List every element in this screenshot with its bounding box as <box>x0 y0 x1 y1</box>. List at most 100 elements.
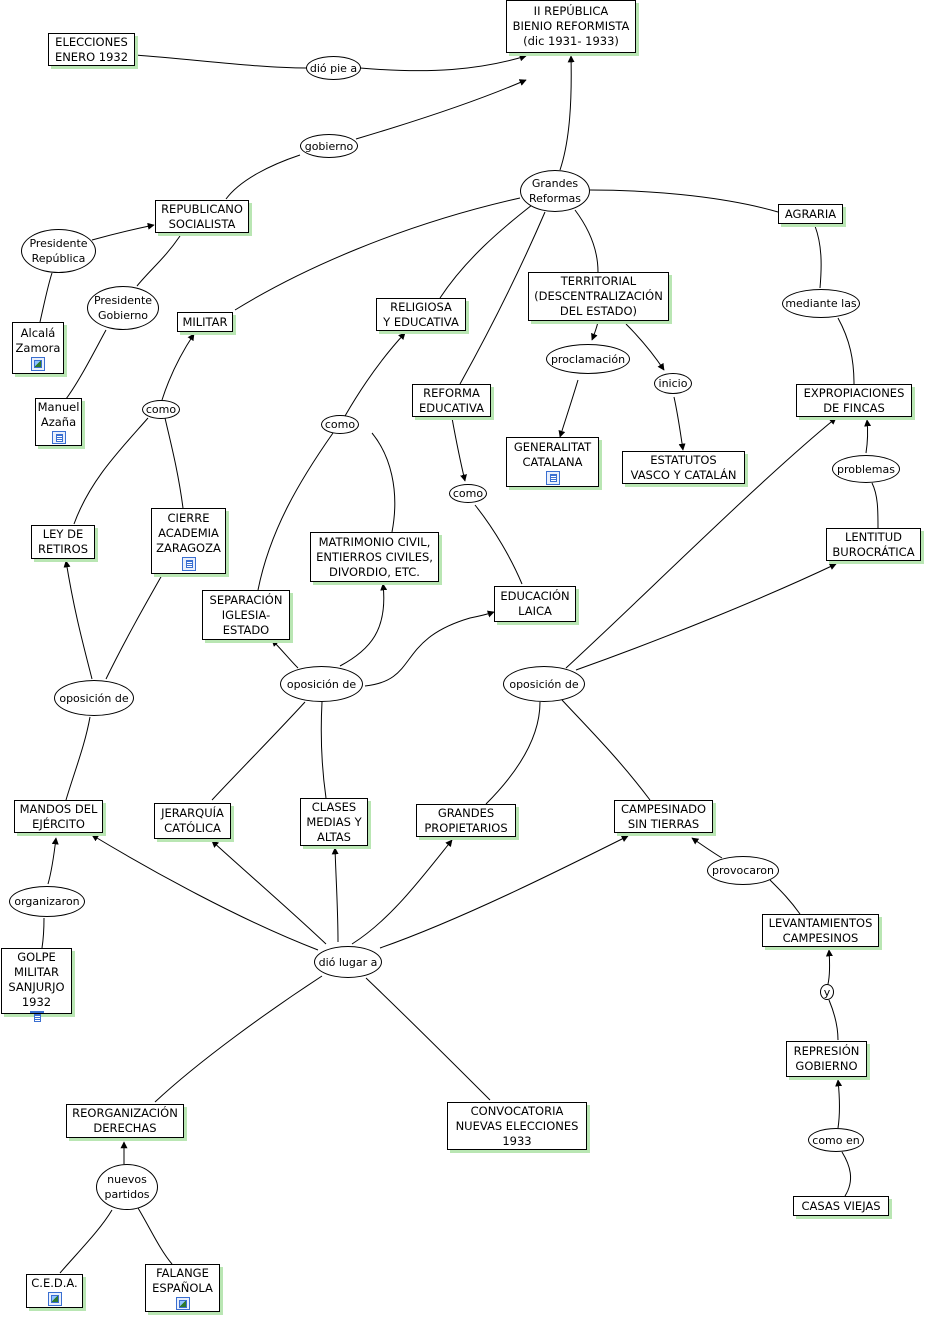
concept-manuel-azana[interactable]: Manuel Azaña <box>35 398 82 446</box>
link-reformas-religiosa <box>439 204 533 299</box>
link-casasviejas-comoen <box>841 1151 852 1197</box>
concept-educacion-laica[interactable]: EDUCACIÓN LAICA <box>494 586 576 622</box>
phrase-mediante-las[interactable]: mediante las <box>782 289 860 318</box>
link-elecciones-diopie <box>134 54 307 69</box>
image-icon[interactable] <box>47 1292 62 1306</box>
link-territorial-inicio <box>625 323 665 371</box>
concept-golpe-sanjurjo[interactable]: GOLPE MILITAR SANJURJO 1932 <box>1 948 72 1022</box>
link-lentitud-problemas <box>871 482 879 529</box>
link-golpe-organizaron <box>41 917 45 949</box>
phrase-como-educativa[interactable]: como <box>449 484 487 503</box>
link-campesinado-oposicion3 <box>561 699 651 801</box>
concept-represion[interactable]: REPRESIÓN GOBIERNO <box>786 1041 867 1077</box>
concept-levantamientos[interactable]: LEVANTAMIENTOS CAMPESINOS <box>762 914 879 947</box>
link-diolugar-mandos <box>91 834 319 951</box>
concept-campesinado[interactable]: CAMPESINADO SIN TIERRAS <box>614 800 713 833</box>
link-clases-oposicion2 <box>320 701 327 799</box>
link-agraria-mediante <box>814 225 822 289</box>
concept-militar[interactable]: MILITAR <box>177 312 233 332</box>
link-reformas-militar <box>234 197 521 311</box>
phrase-dio-lugar[interactable]: dió lugar a <box>314 946 382 978</box>
image-icon[interactable] <box>175 1297 190 1310</box>
phrase-dio-pie[interactable]: dió pie a <box>306 56 361 80</box>
concept-religiosa-educativa[interactable]: RELIGIOSA Y EDUCATIVA <box>376 298 466 331</box>
concept-separacion[interactable]: SEPARACIÓN IGLESIA- ESTADO <box>202 590 290 640</box>
concept-jerarquia[interactable]: JERARQUÍA CATÓLICA <box>154 803 231 839</box>
document-icon[interactable] <box>181 557 196 571</box>
phrase-presidente-republica[interactable]: Presidente República <box>21 229 96 273</box>
link-ceda-nuevospartidos <box>59 1209 113 1274</box>
image-icon[interactable] <box>31 356 45 371</box>
phrase-problemas[interactable]: problemas <box>832 455 900 483</box>
phrase-inicio[interactable]: inicio <box>654 373 692 394</box>
link-como-matrimonio <box>371 432 396 533</box>
phrase-oposicion-militar[interactable]: oposición de <box>54 680 134 716</box>
phrase-oposicion-agraria[interactable]: oposición de <box>503 666 585 702</box>
concept-cierre-academia[interactable]: CIERRE ACADEMIA ZARAGOZA <box>151 508 226 574</box>
link-represion-y <box>828 999 839 1041</box>
concept-lentitud[interactable]: LENTITUD BUROCRÁTICA <box>826 528 921 561</box>
phrase-organizaron[interactable]: organizaron <box>9 886 85 917</box>
concept-republica[interactable]: II REPÚBLICA BIENIO REFORMISTA (dic 1931… <box>506 0 636 53</box>
concept-mandos-ejercito[interactable]: MANDOS DEL EJÉRCITO <box>14 800 103 833</box>
concept-territorial[interactable]: TERRITORIAL (DESCENTRALIZACIÓN DEL ESTAD… <box>528 272 669 321</box>
phrase-como-en[interactable]: como en <box>808 1128 864 1152</box>
phrase-grandes-reformas[interactable]: Grandes Reformas <box>520 170 590 212</box>
concept-grandes-propietarios[interactable]: GRANDES PROPIETARIOS <box>416 804 516 837</box>
concept-matrimonio-civil[interactable]: MATRIMONIO CIVIL, ENTIERROS CIVILES, DIV… <box>310 532 439 582</box>
link-oposicion2-educacionlaica <box>364 610 495 687</box>
link-como-educacionlaica <box>474 504 523 585</box>
concept-republicano-socialista[interactable]: REPUBLICANO SOCIALISTA <box>155 200 249 233</box>
link-organizaron-mandos <box>47 837 59 885</box>
concept-casas-viejas[interactable]: CASAS VIEJAS <box>793 1196 889 1216</box>
link-oposicion1-cierre <box>105 560 171 680</box>
phrase-proclamacion[interactable]: proclamación <box>546 344 630 374</box>
concept-falange[interactable]: FALANGE ESPAÑOLA <box>145 1264 220 1312</box>
concept-convocatoria[interactable]: CONVOCATORIA NUEVAS ELECCIONES 1933 <box>447 1102 587 1150</box>
phrase-nuevos-partidos[interactable]: nuevos partidos <box>96 1164 158 1210</box>
link-reformas-educativa <box>459 211 546 385</box>
link-diolugar-jerarquia <box>211 840 327 945</box>
phrase-presidente-gobierno[interactable]: Presidente Gobierno <box>87 286 159 330</box>
link-territorial-proclamacion <box>591 321 599 341</box>
document-icon[interactable] <box>545 470 560 485</box>
concept-ceda[interactable]: C.E.D.A. <box>26 1274 83 1308</box>
phrase-oposicion-religiosa[interactable]: oposición de <box>280 666 363 702</box>
link-como-separacion <box>257 432 334 591</box>
link-alcala-presrep <box>39 272 53 323</box>
phrase-como-militar[interactable]: como <box>142 400 180 419</box>
link-oposicion2-matrimonio <box>339 583 388 667</box>
phrase-y[interactable]: y <box>820 984 834 1000</box>
link-falange-nuevospartidos <box>137 1207 173 1265</box>
document-icon[interactable] <box>51 431 66 444</box>
link-diolugar-reorganizacion <box>154 975 323 1103</box>
link-diolugar-campesinado <box>379 835 629 949</box>
link-diolugar-clases <box>331 847 339 943</box>
concept-expropiaciones[interactable]: EXPROPIACIONES DE FINCAS <box>796 384 912 417</box>
link-comoen-represion <box>835 1079 843 1129</box>
phrase-gobierno[interactable]: gobierno <box>300 134 358 158</box>
concept-estatutos[interactable]: ESTATUTOS VASCO Y CATALÁN <box>622 451 745 484</box>
link-y-levantamientos <box>825 949 833 985</box>
concept-alcala-zamora[interactable]: Alcalá Zamora <box>12 322 64 374</box>
link-diopie-republica <box>359 54 527 72</box>
link-proclamacion-generalitat <box>558 379 579 438</box>
link-jerarquia-oposicion2 <box>211 701 306 801</box>
link-diolugar-convocatoria <box>365 977 491 1101</box>
link-presrep-republicano <box>91 222 155 241</box>
link-inicio-estatutos <box>673 396 686 451</box>
concept-generalitat[interactable]: GENERALITAT CATALANA <box>506 437 599 487</box>
concept-ley-retiros[interactable]: LEY DE RETIROS <box>31 525 95 559</box>
concept-reforma-educativa[interactable]: REFORMA EDUCATIVA <box>412 384 491 417</box>
phrase-como-religiosa[interactable]: como <box>321 415 359 434</box>
concept-agraria[interactable]: AGRARIA <box>778 204 843 224</box>
link-provocaron-campesinado <box>691 837 723 859</box>
document-icon[interactable] <box>29 1010 44 1022</box>
link-problemas-expropiaciones <box>864 419 872 454</box>
concept-reorganizacion[interactable]: REORGANIZACIÓN DERECHAS <box>66 1104 184 1138</box>
concept-clases[interactable]: CLASES MEDIAS Y ALTAS <box>300 798 368 846</box>
phrase-provocaron[interactable]: provocaron <box>707 856 779 885</box>
concept-elecciones[interactable]: ELECCIONES ENERO 1932 <box>48 33 135 66</box>
link-reformas-republica <box>559 55 575 171</box>
